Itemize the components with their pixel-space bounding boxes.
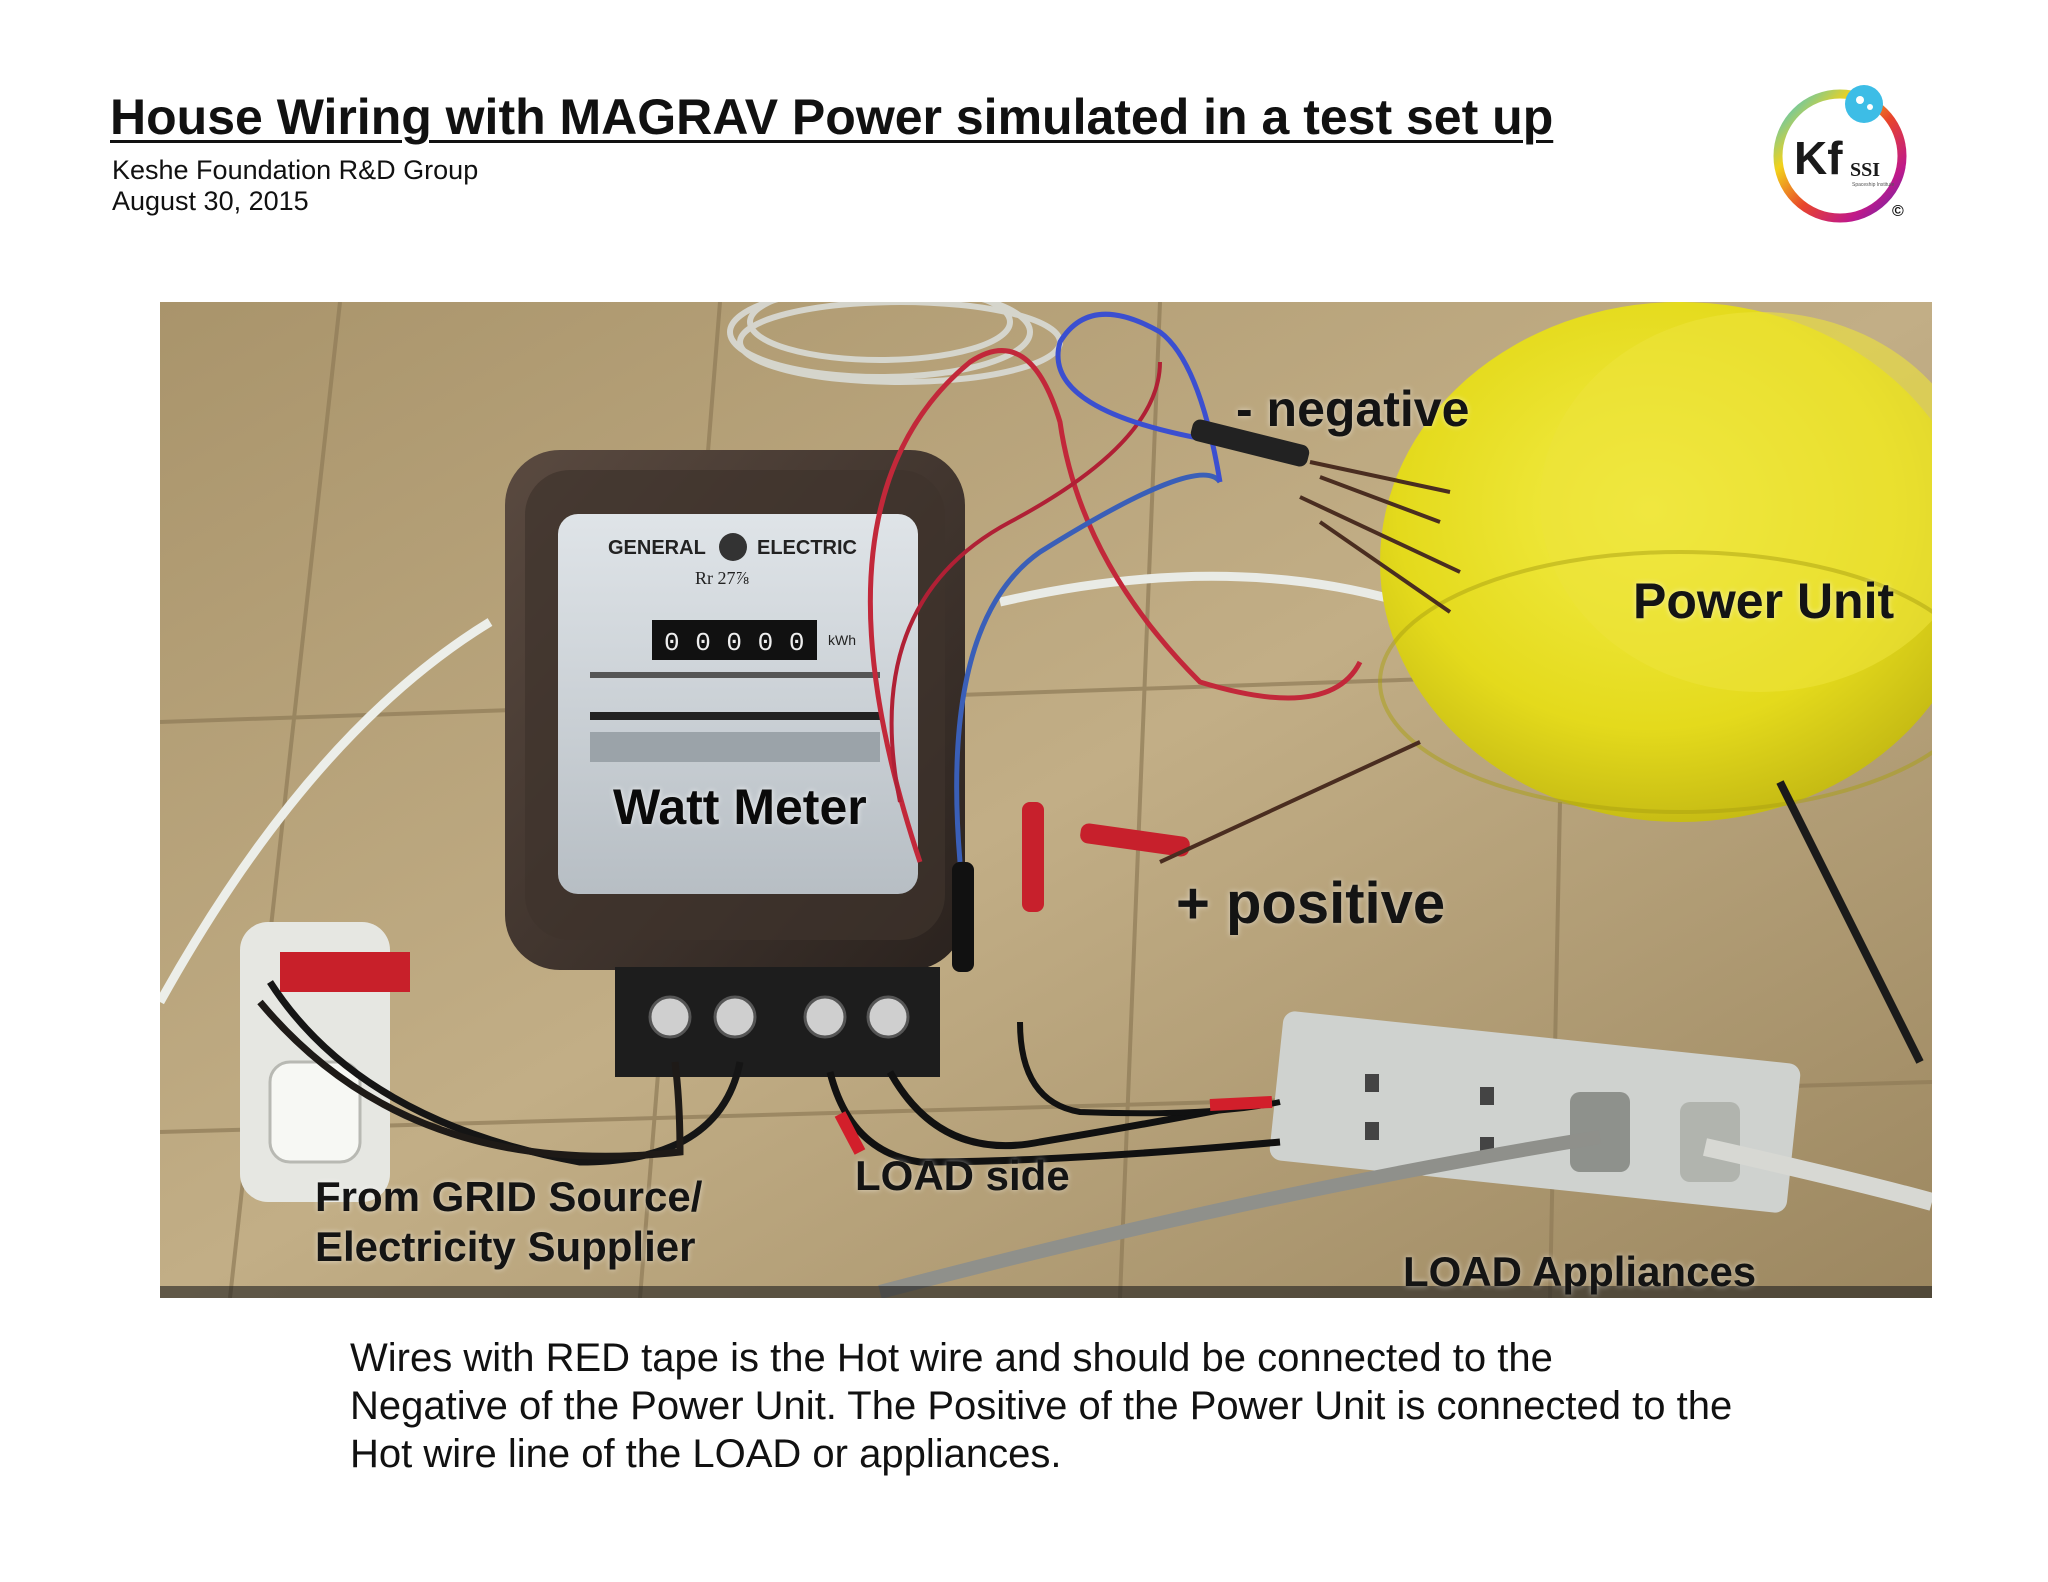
grid-source-line-2: Electricity Supplier xyxy=(315,1223,696,1270)
load-appliances-label: LOAD Appliances xyxy=(1403,1248,1757,1295)
meter-digits: 0 0 0 0 0 xyxy=(664,628,804,658)
test-setup-photo: GENERAL ELECTRIC Rr 27⅞ 0 0 0 0 0 kWh xyxy=(160,302,1932,1298)
document-date: August 30, 2015 xyxy=(112,186,309,216)
grid-source-line-1: From GRID Source/ xyxy=(315,1173,703,1220)
watt-meter-label: Watt Meter xyxy=(613,779,867,835)
caption-line-1: Wires with RED tape is the Hot wire and … xyxy=(350,1336,1553,1380)
meter-unit: kWh xyxy=(828,632,856,648)
meter-brand-right: ELECTRIC xyxy=(757,537,857,559)
meter-rr: Rr 27⅞ xyxy=(695,568,750,588)
copyright-mark: © xyxy=(1892,203,1904,220)
caption-text: Wires with RED tape is the Hot wire and … xyxy=(350,1334,1910,1478)
negative-label: - negative xyxy=(1236,381,1470,437)
caption-line-3: Hot wire line of the LOAD or appliances. xyxy=(350,1432,1062,1476)
positive-label: + positive xyxy=(1176,871,1446,936)
power-unit-label: Power Unit xyxy=(1633,573,1895,629)
grid-source-label: From GRID Source/ Electricity Supplier xyxy=(315,1172,702,1272)
logo-small-text: Spaceship Institute xyxy=(1852,182,1894,188)
kf-ssi-logo: Kf SSI Spaceship Institute © xyxy=(1768,82,1916,230)
load-side-label: LOAD side xyxy=(855,1152,1070,1199)
caption-line-2: Negative of the Power Unit. The Positive… xyxy=(350,1384,1733,1428)
organization-name: Keshe Foundation R&D Group xyxy=(112,155,479,185)
page-title: House Wiring with MAGRAV Power simulated… xyxy=(110,89,1554,145)
logo-main-text: Kf xyxy=(1794,132,1843,184)
meter-brand-left: GENERAL xyxy=(608,537,706,559)
logo-sub-text: SSI xyxy=(1850,159,1880,181)
